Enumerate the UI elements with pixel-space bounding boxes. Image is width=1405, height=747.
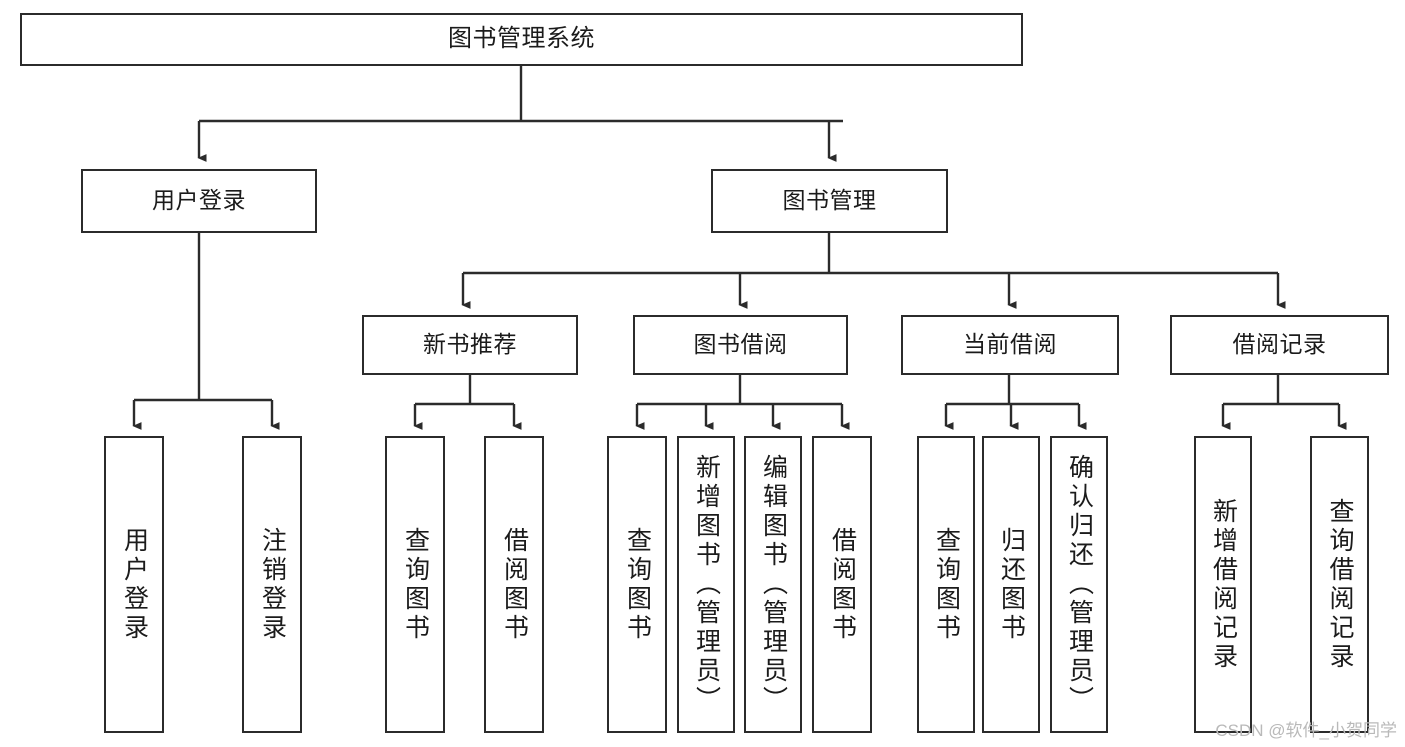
node-label: 当前借阅 — [963, 331, 1057, 358]
node-root-system[interactable]: 图书管理系统 — [20, 13, 1023, 66]
node-book-manage[interactable]: 图书管理 — [711, 169, 948, 233]
node-borrow-record[interactable]: 借阅记录 — [1170, 315, 1389, 375]
node-label: 图书管理系统 — [448, 25, 595, 53]
node-leaf-logout[interactable]: 注销登录 — [242, 436, 302, 733]
node-label: 归还图书 — [997, 526, 1026, 643]
node-leaf-add-borrow-record[interactable]: 新增借阅记录 — [1194, 436, 1252, 733]
node-leaf-user-login[interactable]: 用户登录 — [104, 436, 164, 733]
node-label: 查询图书 — [401, 526, 430, 643]
node-label: 注销登录 — [258, 526, 287, 643]
edge-group-new-book-rec — [415, 375, 514, 426]
node-new-book-recommend[interactable]: 新书推荐 — [362, 315, 578, 375]
node-label: 新增借阅记录 — [1209, 497, 1238, 672]
node-label: 用户登录 — [120, 526, 149, 643]
node-leaf-confirm-return-admin[interactable]: 确认归还（管理员） — [1050, 436, 1108, 733]
node-label: 新书推荐 — [423, 331, 517, 358]
node-label: 图书管理 — [782, 187, 877, 214]
node-leaf-borrow-book-recommend[interactable]: 借阅图书 — [484, 436, 544, 733]
node-leaf-query-borrow-record[interactable]: 查询借阅记录 — [1310, 436, 1369, 733]
node-label: 查询图书 — [932, 526, 961, 643]
node-user-login[interactable]: 用户登录 — [81, 169, 317, 233]
node-current-borrow[interactable]: 当前借阅 — [901, 315, 1119, 375]
node-leaf-edit-book-admin[interactable]: 编辑图书（管理员） — [744, 436, 802, 733]
edge-group-book-borrow — [637, 375, 842, 426]
node-leaf-borrow-book[interactable]: 借阅图书 — [812, 436, 872, 733]
node-leaf-query-book-recommend[interactable]: 查询图书 — [385, 436, 445, 733]
node-label: 确认归还（管理员） — [1065, 454, 1094, 715]
node-label: 查询借阅记录 — [1326, 497, 1354, 672]
node-leaf-query-book-borrow[interactable]: 查询图书 — [607, 436, 667, 733]
node-label: 新增图书（管理员） — [692, 454, 721, 715]
edge-group-book-manage — [463, 233, 1278, 305]
edge-group-current-borrow — [946, 375, 1079, 426]
watermark-text: CSDN @软件_小贺同学 — [1215, 721, 1397, 740]
node-label: 编辑图书（管理员） — [759, 454, 788, 715]
node-leaf-add-book-admin[interactable]: 新增图书（管理员） — [677, 436, 735, 733]
edge-group-borrow-record — [1223, 375, 1339, 426]
node-book-borrow[interactable]: 图书借阅 — [633, 315, 848, 375]
node-label: 查询图书 — [623, 526, 652, 643]
edge-group-root — [199, 66, 843, 158]
node-label: 借阅图书 — [500, 526, 529, 643]
node-label: 借阅图书 — [828, 526, 857, 643]
node-leaf-return-book[interactable]: 归还图书 — [982, 436, 1040, 733]
node-label: 图书借阅 — [693, 331, 788, 358]
node-label: 借阅记录 — [1232, 331, 1327, 358]
node-leaf-query-book-current[interactable]: 查询图书 — [917, 436, 975, 733]
node-label: 用户登录 — [152, 187, 246, 214]
edge-group-user-login — [134, 233, 272, 426]
